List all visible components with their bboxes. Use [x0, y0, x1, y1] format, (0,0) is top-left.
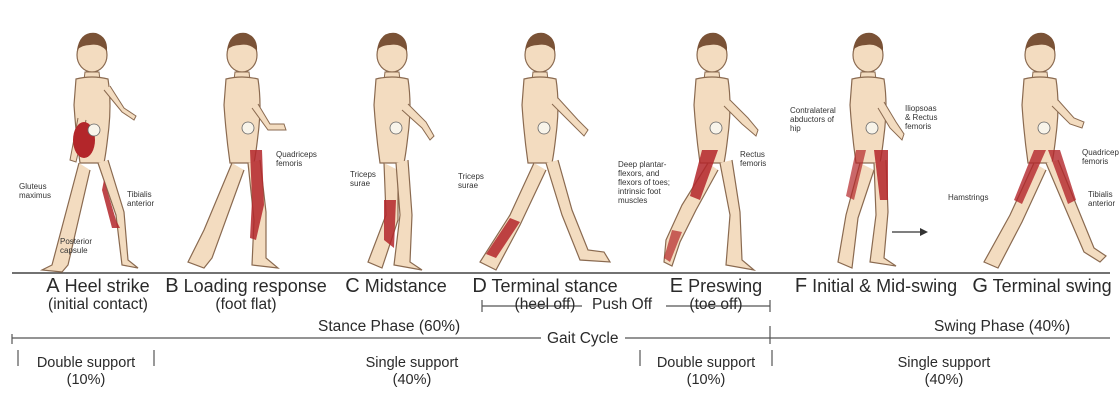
label-posterior-capsule: Posterior capsule	[60, 237, 92, 255]
label-triceps-c: Triceps surae	[350, 170, 376, 188]
label-rectus-e: Rectus femoris	[740, 150, 766, 168]
gait-cycle-label: Gait Cycle	[541, 330, 625, 348]
label-deep-plantar: Deep plantar- flexors, and flexors of to…	[618, 160, 670, 205]
label-iliopsoas: Iliopsoas & Rectus femoris	[905, 104, 937, 131]
support-single-1: Single support(40%)	[352, 355, 472, 389]
label-triceps-d: Triceps surae	[458, 172, 484, 190]
figure-f	[838, 33, 928, 268]
figure-d	[480, 33, 610, 270]
phase-c: C Midstance	[340, 276, 452, 296]
support-single-2: Single support(40%)	[884, 355, 1004, 389]
label-gluteus: Gluteus maximus	[19, 182, 51, 200]
label-quadriceps-g: Quadriceps femoris	[1082, 148, 1119, 166]
swing-phase-label: Swing Phase (40%)	[928, 318, 1076, 336]
phase-e: E Preswing (toe off)	[658, 276, 774, 314]
support-double-1: Double support(10%)	[22, 355, 150, 389]
push-off-label: Push Off	[586, 296, 658, 314]
phase-a: A Heel strike (initial contact)	[28, 276, 168, 314]
figure-c	[368, 33, 434, 270]
support-double-2: Double support(10%)	[644, 355, 768, 389]
label-quadriceps-b: Quadriceps femoris	[276, 150, 317, 168]
stance-phase-label: Stance Phase (60%)	[312, 318, 466, 336]
label-tibialis-g: Tibialis anterior	[1088, 190, 1115, 208]
figure-b	[188, 33, 286, 268]
label-contralateral: Contralateral abductors of hip	[790, 106, 836, 133]
phase-f: F Initial & Mid-swing	[790, 276, 962, 296]
phase-b: B Loading response (foot flat)	[160, 276, 332, 314]
label-hamstrings: Hamstrings	[948, 193, 988, 202]
phase-g: G Terminal swing	[968, 276, 1116, 296]
label-tibialis-a: Tibialis anterior	[127, 190, 154, 208]
